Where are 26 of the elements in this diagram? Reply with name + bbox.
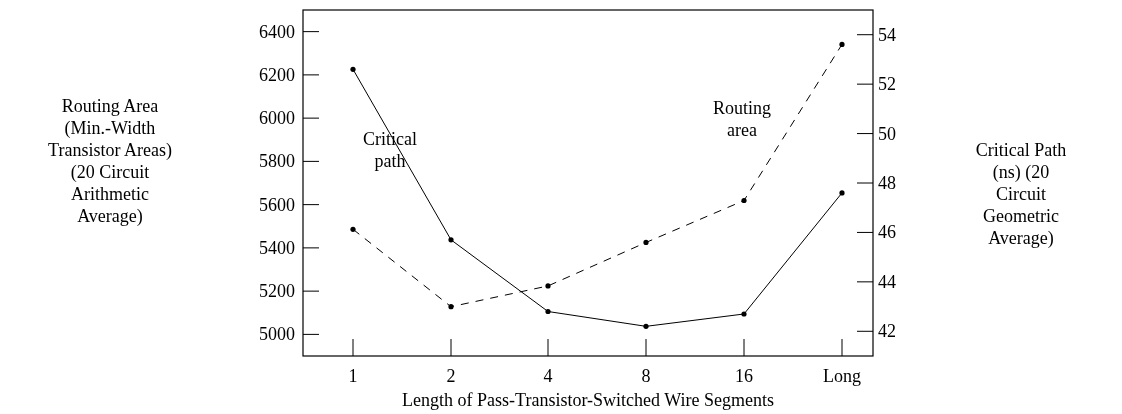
tick-label: 5400 <box>258 236 295 259</box>
tick-label: 2 <box>445 365 457 387</box>
tick-label: 1 <box>347 365 359 387</box>
axis-title: Critical Path (ns) (20 Circuit Geometric Average) <box>974 139 1068 249</box>
tick-label: 5600 <box>258 193 295 216</box>
tick-label: 8 <box>640 365 652 387</box>
tick-label: 4 <box>542 365 554 387</box>
tick-label: 5000 <box>258 323 295 346</box>
tick-label: Long <box>822 365 862 387</box>
tick-label: 6400 <box>258 20 295 43</box>
series-label: Critical path <box>362 128 418 172</box>
tick-label: 44 <box>878 270 897 293</box>
tick-label: 42 <box>878 320 897 343</box>
tick-label: 6200 <box>258 63 295 86</box>
tick-label: 52 <box>878 73 897 96</box>
axis-title: Routing Area (Min.-Width Transistor Areas) (20 Circuit Arithmetic Average) <box>47 95 173 227</box>
tick-label: 50 <box>878 122 897 145</box>
tick-label: 5800 <box>258 150 295 173</box>
axis-title: Length of Pass-Transistor-Switched Wire Segments <box>402 389 774 411</box>
tick-label: 5200 <box>258 280 295 303</box>
tick-label: 48 <box>878 172 897 194</box>
tick-label: 16 <box>734 365 754 387</box>
tick-label: 54 <box>878 23 897 46</box>
tick-label: 6000 <box>258 107 295 130</box>
series-label: Routing area <box>712 97 772 141</box>
tick-label: 46 <box>878 221 897 244</box>
